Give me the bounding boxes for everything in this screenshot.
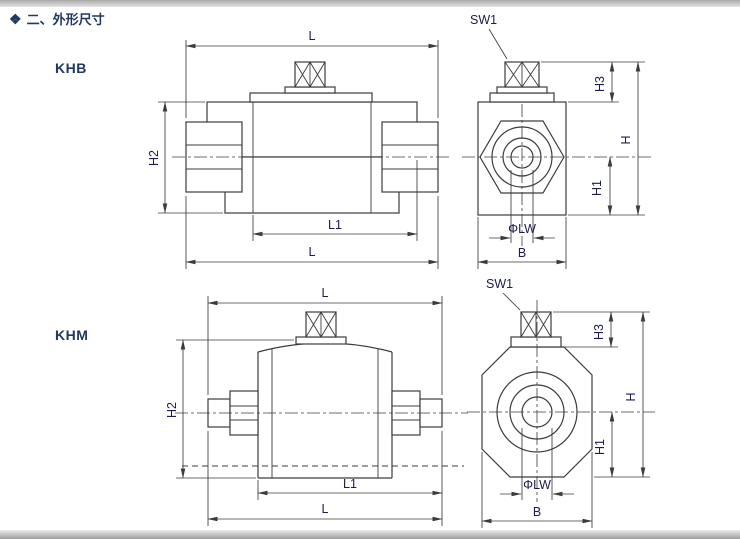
- dim-label-SW1: SW1: [486, 277, 513, 291]
- khb-dim-H: H: [568, 61, 645, 216]
- khm-dim-H3: H3: [553, 311, 650, 348]
- model-label-khm: KHM: [55, 327, 89, 343]
- top-border-bar: [0, 0, 740, 7]
- khb-dim-L-top: L: [185, 29, 439, 118]
- khm-front-body-outline: [207, 342, 443, 479]
- khb-side-stem-handle: [496, 61, 548, 94]
- khb-front-stem-handle: [284, 61, 336, 94]
- khm-dim-L-bottom: L: [207, 431, 443, 526]
- dim-label-L: L: [322, 502, 329, 516]
- bottom-border-bar: [0, 530, 740, 539]
- khm-dim-H1: H1: [593, 411, 615, 478]
- khm-dim-L1: L1: [257, 431, 443, 526]
- dim-label-L: L: [309, 245, 316, 259]
- dim-label-H3: H3: [593, 76, 607, 92]
- khb-top-flange: [249, 92, 373, 103]
- dim-label-L1: L1: [343, 477, 357, 491]
- khb-front-view: L H2 L1 L: [147, 29, 452, 269]
- khm-side-view: SW1 H3 H H1 Φ: [467, 277, 655, 528]
- dim-label-H1: H1: [593, 439, 607, 455]
- dim-label-H: H: [624, 392, 638, 401]
- khb-side-view: SW1 H3 H H1 Φ: [462, 13, 652, 269]
- khb-dim-L-bottom: L: [185, 196, 439, 269]
- dim-label-B: B: [533, 505, 541, 519]
- dim-label-H3: H3: [592, 324, 606, 340]
- dim-label-B: B: [518, 246, 526, 260]
- khb-lower-body: [224, 156, 400, 214]
- khb-dim-H1: H1: [590, 156, 613, 216]
- section-title: 二、外形尺寸: [26, 12, 105, 27]
- khb-dim-B: B: [477, 217, 567, 269]
- dim-label-H2: H2: [147, 150, 161, 166]
- dim-label-L: L: [309, 29, 316, 43]
- dim-label-LW: ΦLW: [523, 478, 551, 492]
- khm-dim-L-top: L: [207, 286, 443, 395]
- dim-label-LW: ΦLW: [508, 222, 536, 236]
- khb-dim-H2: H2: [147, 101, 223, 214]
- khb-front-body-outline: [185, 92, 439, 214]
- dim-label-L: L: [322, 286, 329, 300]
- khb-dim-LW: ΦLW: [489, 170, 555, 243]
- khm-front-view: L H2 L1 L: [165, 286, 468, 526]
- dim-label-L1: L1: [328, 218, 342, 232]
- model-label-khb: KHB: [55, 60, 87, 76]
- khb-dim-L1: L1: [252, 160, 418, 241]
- section-header: ❖ 二、外形尺寸: [9, 9, 105, 28]
- diamond-bullet-icon: ❖: [9, 10, 22, 27]
- dim-label-SW1: SW1: [470, 13, 497, 27]
- khm-label-SW1: SW1: [486, 277, 521, 311]
- khm-side-stem-handle: [510, 311, 562, 348]
- khb-label-SW1: SW1: [470, 13, 508, 60]
- dim-label-H2: H2: [165, 402, 179, 418]
- khm-dim-LW: ΦLW: [500, 428, 574, 500]
- khm-front-stem-handle: [295, 311, 347, 345]
- dim-label-H1: H1: [590, 180, 604, 196]
- dim-label-H: H: [619, 135, 633, 144]
- khm-dim-H2: H2: [165, 339, 294, 479]
- khm-body-octagon: [481, 346, 593, 478]
- khm-dim-H: H: [594, 311, 650, 478]
- khb-dim-H3: H3: [541, 61, 645, 103]
- khm-dim-B: B: [481, 452, 593, 528]
